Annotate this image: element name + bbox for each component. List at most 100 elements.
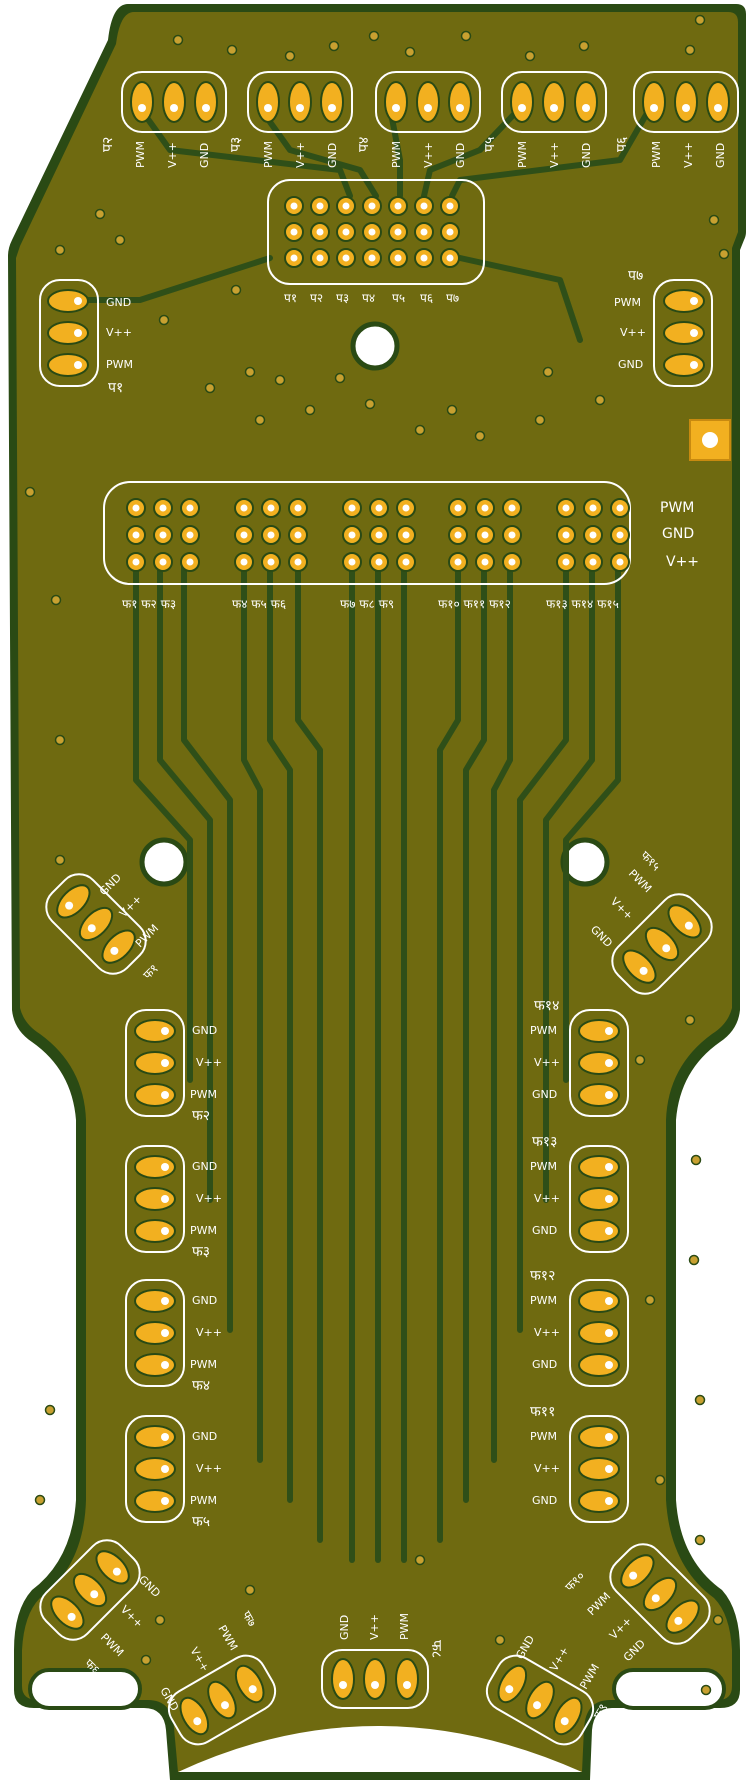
header-pad-hole: [508, 558, 516, 566]
pad-hole: [682, 104, 690, 112]
pad: [134, 1051, 176, 1075]
pad: [50, 1595, 85, 1630]
pin-label: V++: [368, 1614, 381, 1640]
header-pad-hole: [348, 504, 356, 512]
via: [244, 1584, 256, 1596]
bottom-labels: GND V++ PWM फ८: [338, 1613, 444, 1658]
pin-label: GND: [192, 1294, 217, 1307]
header-labels: प१ प२ प३ प४ प५ प६ प७: [284, 291, 459, 305]
pin-label: V++: [294, 142, 307, 168]
header-pad-hole: [132, 504, 140, 512]
pad: [288, 81, 312, 123]
pad-hole: [684, 921, 693, 930]
pad: [130, 81, 154, 123]
pad-hole: [605, 1497, 613, 1505]
pad-hole: [161, 1361, 169, 1369]
square-pad-hole: [702, 432, 718, 448]
pad: [706, 81, 730, 123]
header-label: प२: [310, 291, 323, 305]
header-pad-hole: [290, 228, 298, 236]
pad: [497, 1664, 528, 1704]
pin-label: V++: [534, 1192, 560, 1205]
header-pad-hole: [446, 202, 454, 210]
header-pad-hole: [240, 558, 248, 566]
pin-label: V++: [196, 1056, 222, 1069]
pin-label: GND: [106, 296, 131, 309]
pad: [78, 906, 114, 942]
pin-label: V++: [534, 1462, 560, 1475]
pad-hole: [582, 104, 590, 112]
conn-id: फ११: [530, 1404, 555, 1420]
pin-label: GND: [532, 1494, 557, 1507]
pad-hole: [605, 1227, 613, 1235]
header-pad-hole: [616, 504, 624, 512]
pin-label: PWM: [530, 1430, 557, 1443]
via: [140, 1654, 152, 1666]
conn-id: फ१३: [532, 1134, 557, 1150]
header-pad-hole: [446, 228, 454, 236]
pin-label: V++: [620, 326, 646, 339]
header-pad-hole: [294, 504, 302, 512]
pads-layer: [47, 81, 730, 1736]
pad-hole: [518, 104, 526, 112]
header-pad-hole: [290, 254, 298, 262]
pad: [578, 1457, 620, 1481]
pad: [642, 1576, 678, 1612]
pin-label: PWM: [650, 141, 663, 168]
header-pad-hole: [132, 558, 140, 566]
mount-hole-left: [139, 837, 189, 887]
pad-hole: [65, 901, 74, 910]
connector-pads: [578, 1289, 620, 1377]
header-pad-hole: [402, 558, 410, 566]
pad: [47, 321, 89, 345]
pin-label: GND: [580, 143, 593, 168]
header-pad-hole: [394, 202, 402, 210]
header-pad-hole: [342, 202, 350, 210]
pad-hole: [533, 1701, 541, 1710]
connector-pads: [578, 1019, 620, 1107]
pad: [72, 1572, 108, 1608]
via: [594, 394, 606, 406]
bus-label-pwm: PWM: [660, 500, 694, 516]
pad: [234, 1664, 265, 1704]
via: [44, 1404, 56, 1416]
pad-hole: [651, 1594, 660, 1603]
top-connector-labels: प२ PWM V++ GND प३ PWM V++ GND प४ PWM V++…: [100, 137, 727, 168]
header-pad-hole: [402, 504, 410, 512]
pad: [578, 1353, 620, 1377]
pad-hole: [605, 1091, 613, 1099]
pad-hole: [456, 104, 464, 112]
header-pad-hole: [420, 228, 428, 236]
pad-hole: [424, 104, 432, 112]
connector-pads: [50, 1550, 130, 1630]
connector-pads: [56, 884, 136, 964]
via: [226, 44, 238, 56]
via: [542, 366, 554, 378]
pin-label: V++: [166, 142, 179, 168]
pin-label: GND: [532, 1358, 557, 1371]
header-label: प५: [392, 291, 405, 305]
header-pad-hole: [348, 531, 356, 539]
pad-hole: [110, 946, 119, 955]
pad-hole: [550, 104, 558, 112]
header-pad-hole: [348, 558, 356, 566]
pad-hole: [248, 1685, 257, 1694]
left-side-labels: GND V++ PWM फ२ GND V++ PWM फ३ GND V++ PW…: [190, 1024, 222, 1530]
conn-id: फ५: [192, 1514, 210, 1530]
pin-label: V++: [196, 1192, 222, 1205]
pad: [331, 1658, 355, 1700]
p7-labels: प७ PWM V++ GND: [614, 268, 646, 371]
pin-label: PWM: [390, 141, 403, 168]
pad: [642, 81, 666, 123]
slot-right: [612, 1668, 726, 1710]
via: [54, 734, 66, 746]
pad-hole: [161, 1433, 169, 1441]
pad-hole: [690, 361, 698, 369]
pad: [207, 1680, 237, 1720]
pin-label: PWM: [190, 1358, 217, 1371]
header-label: प३: [336, 291, 349, 305]
connector-pads: [134, 1019, 176, 1107]
slot-left: [28, 1668, 142, 1710]
pin-label: V++: [534, 1056, 560, 1069]
